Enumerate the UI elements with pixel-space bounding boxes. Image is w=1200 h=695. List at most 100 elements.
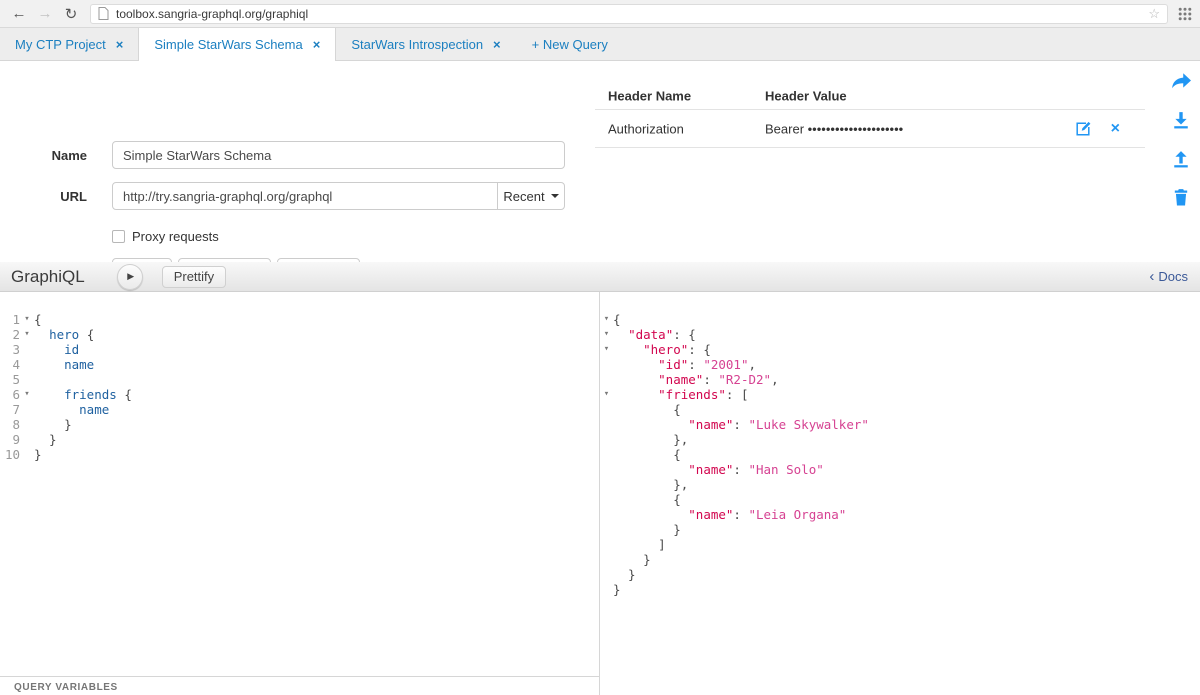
docs-label: Docs xyxy=(1158,269,1188,284)
line-number: 7 xyxy=(12,402,20,417)
url-label: URL xyxy=(60,189,87,204)
line-text: name xyxy=(64,357,95,372)
name-input[interactable] xyxy=(112,141,565,169)
code-line: 2▾ hero { xyxy=(0,327,599,342)
code-line: "name": "Han Solo" xyxy=(600,462,1200,477)
line-text: id xyxy=(64,342,80,357)
fold-arrow-icon[interactable]: ▾ xyxy=(603,314,610,324)
browser-chrome: ← → ↻ toolbox.sangria-graphql.org/graphi… xyxy=(0,0,1200,28)
query-variables-bar[interactable]: QUERY VARIABLES xyxy=(0,676,599,695)
address-bar[interactable]: toolbox.sangria-graphql.org/graphiql ☆ xyxy=(90,3,1168,24)
code-line: 10} xyxy=(0,447,599,462)
fold-gutter xyxy=(600,492,613,507)
line-text: "name": "R2-D2", xyxy=(658,372,779,387)
header-name-column: Header Name xyxy=(608,88,692,103)
tab-simple-starwars-schema[interactable]: Simple StarWars Schema × xyxy=(138,28,337,61)
line-text: } xyxy=(613,567,636,582)
fold-arrow-icon[interactable]: ▾ xyxy=(603,344,610,354)
line-text: hero { xyxy=(49,327,95,342)
url-recent-dropdown[interactable]: Recent xyxy=(497,182,565,210)
line-number: 4 xyxy=(12,357,20,372)
code-line: 9 } xyxy=(0,432,599,447)
remove-header-icon[interactable]: × xyxy=(1110,119,1120,137)
line-text: name xyxy=(79,402,110,417)
chevron-left-icon: ‹ xyxy=(1149,268,1155,285)
fold-arrow-icon[interactable]: ▾ xyxy=(24,314,30,324)
code-line: "name": "R2-D2", xyxy=(600,372,1200,387)
bookmark-star-icon[interactable]: ☆ xyxy=(1148,5,1160,21)
line-text: } xyxy=(34,447,42,462)
fold-gutter xyxy=(600,537,613,552)
line-text: "friends": [ xyxy=(658,387,749,402)
tab-starwars-introspection[interactable]: StarWars Introspection × xyxy=(336,28,515,61)
delete-icon[interactable] xyxy=(1171,188,1191,206)
proxy-checkbox[interactable] xyxy=(112,230,125,243)
code-line: "name": "Leia Organa" xyxy=(600,507,1200,522)
code-line: 1▾{ xyxy=(0,312,599,327)
tab-my-ctp-project[interactable]: My CTP Project × xyxy=(0,28,138,61)
line-text: { xyxy=(613,312,621,327)
result-pane: ▾{▾ "data": {▾ "hero": { "id": "2001", "… xyxy=(600,292,1200,695)
fold-gutter xyxy=(20,417,34,432)
url-text[interactable]: toolbox.sangria-graphql.org/graphiql xyxy=(116,6,309,21)
fold-arrow-icon[interactable]: ▾ xyxy=(603,329,610,339)
header-row: Authorization Bearer •••••••••••••••••••… xyxy=(595,110,1145,148)
code-line: ] xyxy=(600,537,1200,552)
edit-header-icon[interactable] xyxy=(1076,121,1091,136)
url-input[interactable] xyxy=(112,182,498,210)
line-text: }, xyxy=(613,477,689,492)
code-line: } xyxy=(600,567,1200,582)
line-text: "hero": { xyxy=(643,342,711,357)
line-text: } xyxy=(613,522,681,537)
proxy-requests-row: Proxy requests xyxy=(112,229,219,244)
fold-gutter xyxy=(600,402,613,417)
fold-gutter xyxy=(600,372,613,387)
code-line: "id": "2001", xyxy=(600,357,1200,372)
headers-table-header: Header Name Header Value xyxy=(595,82,1145,110)
code-line: ▾ "hero": { xyxy=(600,342,1200,357)
play-icon: ▶ xyxy=(127,271,135,281)
code-line: }, xyxy=(600,477,1200,492)
fold-arrow-icon[interactable]: ▾ xyxy=(24,329,30,339)
line-number: 3 xyxy=(12,342,20,357)
tab-close-icon[interactable]: × xyxy=(493,37,501,52)
apps-grid-icon[interactable] xyxy=(1178,7,1192,21)
upload-icon[interactable] xyxy=(1171,150,1191,168)
docs-link[interactable]: ‹ Docs xyxy=(1149,269,1188,284)
tab-close-icon[interactable]: × xyxy=(115,37,124,52)
share-icon[interactable] xyxy=(1171,72,1191,90)
line-text: ] xyxy=(613,537,666,552)
line-text: { xyxy=(613,492,681,507)
code-line: 6▾ friends { xyxy=(0,387,599,402)
header-value-column: Header Value xyxy=(765,88,847,103)
tab-label: StarWars Introspection xyxy=(351,37,484,52)
proxy-label: Proxy requests xyxy=(132,229,219,244)
code-line: { xyxy=(600,402,1200,417)
query-variables-label: QUERY VARIABLES xyxy=(14,682,118,693)
fold-gutter xyxy=(600,477,613,492)
code-line: 4 name xyxy=(0,357,599,372)
execute-button[interactable]: ▶ xyxy=(116,263,143,290)
line-text: "data": { xyxy=(628,327,696,342)
back-button[interactable]: ← xyxy=(11,5,27,22)
fold-gutter xyxy=(600,567,613,582)
graphiql-logo: GraphiQL xyxy=(11,266,85,286)
code-line: ▾ "data": { xyxy=(600,327,1200,342)
query-config-panel: Name URL Recent Proxy requests Headers +… xyxy=(0,61,1200,286)
fold-arrow-icon[interactable]: ▾ xyxy=(603,389,610,399)
chevron-down-icon xyxy=(550,194,559,198)
tab-close-icon[interactable]: × xyxy=(312,37,321,52)
graphiql-toolbar: GraphiQL ▶ Prettify ‹ Docs xyxy=(0,262,1200,292)
fold-gutter xyxy=(20,447,34,462)
code-line: "name": "Luke Skywalker" xyxy=(600,417,1200,432)
new-query-button[interactable]: + New Query xyxy=(531,37,608,52)
prettify-button[interactable]: Prettify xyxy=(161,265,227,288)
reload-button[interactable]: ↻ xyxy=(64,5,78,23)
fold-gutter xyxy=(20,342,34,357)
forward-button[interactable]: → xyxy=(37,5,53,22)
fold-arrow-icon[interactable]: ▾ xyxy=(24,389,30,399)
fold-gutter xyxy=(600,432,613,447)
download-icon[interactable] xyxy=(1171,111,1191,129)
url-recent-label: Recent xyxy=(503,188,545,204)
